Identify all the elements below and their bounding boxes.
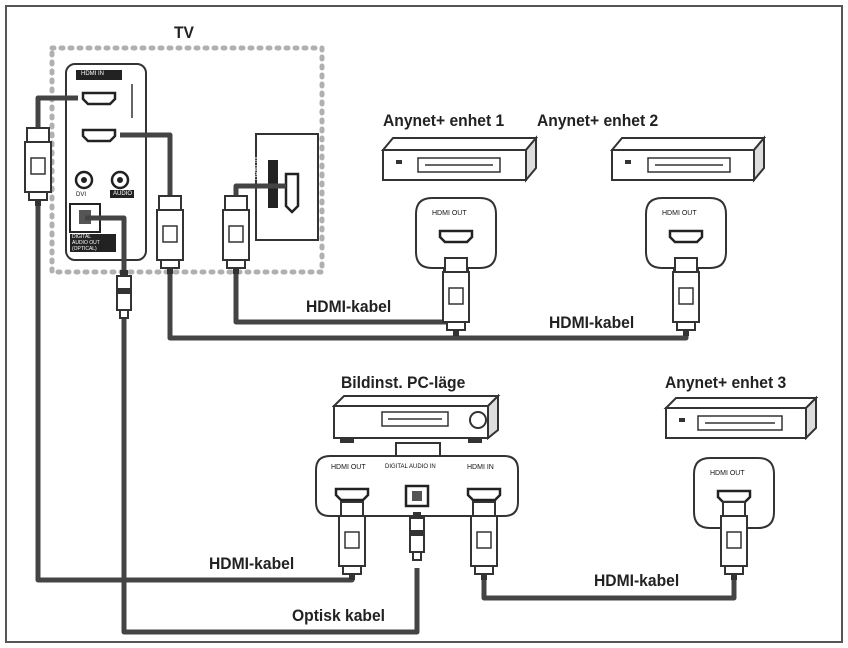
anynet3-port-label: HDMI OUT [710, 470, 745, 477]
tv-hdmi-in-label: HDMI IN [79, 71, 106, 77]
tv-optical-label-3: (OPTICAL) [72, 246, 97, 252]
receiver-out-label: HDMI OUT [331, 464, 366, 471]
diagram-frame [5, 5, 843, 643]
cable-label-4: HDMI-kabel [594, 571, 680, 590]
anynet2-label: Anynet+ enhet 2 [537, 111, 659, 130]
receiver-port-panel [315, 442, 519, 517]
plug-tv-hdmi-2 [156, 195, 184, 275]
cable-label-optical: Optisk kabel [292, 606, 386, 625]
plug-receiver-in [470, 501, 498, 581]
tv-side-hdmi-label: HDMI IN [253, 157, 259, 180]
cable-optical [85, 215, 420, 635]
cable-label-1: HDMI-kabel [306, 297, 392, 316]
receiver-device [331, 393, 501, 443]
anynet2-device [609, 135, 767, 183]
tv-dvi-label: DVI [76, 192, 87, 198]
plug-anynet2 [672, 257, 700, 337]
tv-title: TV [174, 23, 194, 42]
anynet1-device [380, 135, 539, 183]
tv-optical-label-1: DIGITAL [72, 234, 92, 240]
cable-label-2: HDMI-kabel [549, 313, 635, 332]
anynet1-label: Anynet+ enhet 1 [383, 111, 505, 130]
plug-anynet1 [442, 257, 470, 337]
plug-receiver-out [338, 501, 366, 581]
plug-tv-hdmi-1 [24, 127, 52, 207]
tv-optical-label-2: AUDIO OUT [72, 240, 100, 246]
plug-tv-optical [116, 269, 132, 319]
cable-label-3: HDMI-kabel [209, 554, 295, 573]
receiver-optical-label: DIGITAL AUDIO IN [385, 464, 436, 470]
tv-outline [49, 45, 325, 275]
plug-receiver-optical [409, 511, 425, 561]
tv-back-panel [65, 63, 147, 261]
anynet1-port-label: HDMI OUT [432, 210, 467, 217]
tv-audio-label: AUDIO [111, 191, 135, 197]
anynet2-port-label: HDMI OUT [662, 210, 697, 217]
receiver-label: Bildinst. PC-läge [341, 373, 466, 392]
tv-hdmi-port-1 [81, 91, 117, 106]
plug-anynet3 [720, 501, 748, 581]
anynet3-label: Anynet+ enhet 3 [665, 373, 787, 392]
tv-hdmi-port-2 [81, 128, 117, 143]
anynet3-device [663, 395, 819, 441]
plug-tv-side-hdmi [222, 195, 250, 275]
receiver-in-label: HDMI IN [467, 464, 494, 471]
